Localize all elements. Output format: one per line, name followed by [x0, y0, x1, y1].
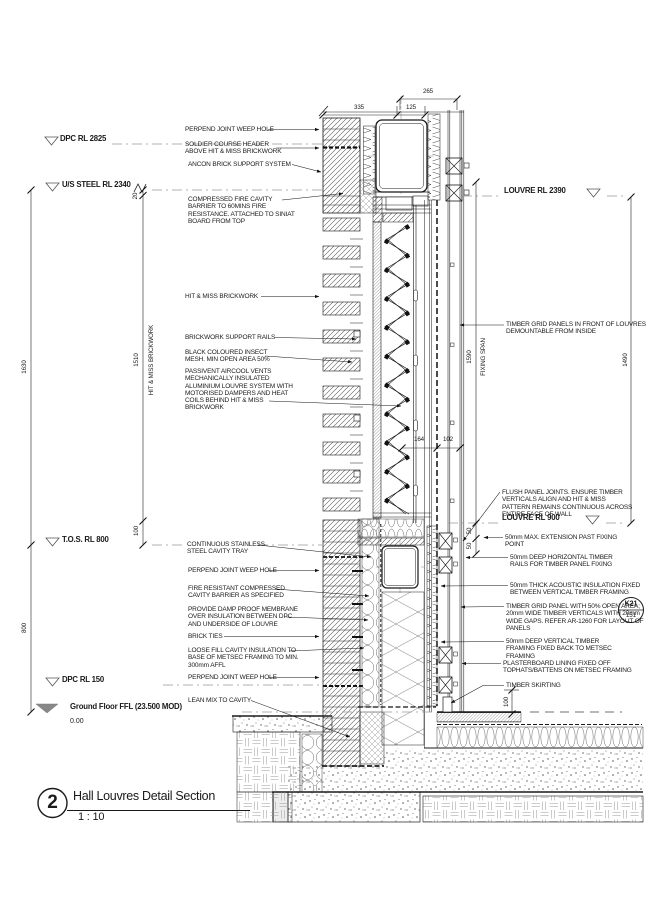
- dim-102: 102: [442, 436, 454, 443]
- dim-20: 20: [131, 192, 139, 200]
- dim-50-a: 50: [465, 527, 473, 535]
- dim-100-left: 100: [132, 525, 140, 537]
- annotation-brick-ties: BRICK TIES: [188, 633, 223, 640]
- dim-335: 335: [353, 104, 365, 111]
- level-louvre-2390: LOUVRE RL 2390: [504, 186, 566, 195]
- brick-leaf: [322, 117, 363, 767]
- annotation-lean-mix: LEAN MIX TO CAVITY: [188, 697, 252, 704]
- level-dpc-2825: DPC RL 2825: [60, 134, 107, 143]
- dimension-ticks: [27, 95, 635, 718]
- annotation-perpend-weep-hole-mid: PERPEND JOINT WEEP HOLE: [188, 567, 277, 574]
- dim-800: 800: [20, 622, 28, 634]
- annotation-brickwork-support-rails: BRICKWORK SUPPORT RAILS: [185, 334, 276, 341]
- level-ground-ffl-value: 0.00: [70, 718, 84, 725]
- level-us-steel: U/S STEEL RL 2340: [62, 180, 131, 189]
- timber-skirting-block: [442, 696, 453, 713]
- view-title: Hall Louvres Detail Section: [73, 789, 215, 803]
- level-louvre-900: LOUVRE RL 900: [502, 513, 560, 522]
- view-scale: 1 : 10: [78, 811, 105, 823]
- timber-rail-blocks-bottom: [438, 532, 458, 694]
- dim-1510: 1510: [132, 353, 140, 367]
- level-markers: [35, 136, 601, 714]
- dim-1630: 1630: [20, 360, 28, 374]
- leader-lines: [224, 127, 509, 738]
- dim-125: 125: [405, 104, 417, 111]
- dimension-lines: [30, 98, 632, 714]
- annotation-ancon-support: ANCON BRICK SUPPORT SYSTEM: [188, 161, 291, 168]
- annotation-hit-miss-brickwork: HIT & MISS BRICKWORK: [185, 293, 259, 300]
- foundation-ground: [232, 711, 644, 823]
- dim-265: 265: [422, 88, 434, 95]
- level-lines: [112, 143, 627, 713]
- keynote-symbol: [618, 597, 644, 623]
- annotation-perpend-weep-hole-bottom: PERPEND JOINT WEEP HOLE: [188, 674, 277, 681]
- keynote-number: 151: [625, 611, 637, 619]
- louvre-assembly: [372, 204, 431, 523]
- hit-and-miss-brickwork: [322, 217, 363, 512]
- keynote-code: K21: [624, 600, 638, 608]
- level-ground-ffl: Ground Floor FFL (23.500 MOD): [70, 702, 182, 711]
- sill-and-base-detail: [357, 518, 458, 746]
- annotation-timber-skirting: TIMBER SKIRTING: [506, 682, 561, 689]
- level-dpc-150: DPC RL 150: [62, 675, 105, 684]
- break-symbol: [133, 183, 147, 193]
- dim-fixing-span: FIXING SPAN: [479, 338, 487, 376]
- view-title-symbol: [37, 787, 250, 819]
- dim-100-bottom: 100: [502, 696, 510, 708]
- dim-1490: 1490: [621, 353, 629, 367]
- dim-1590: 1590: [465, 350, 473, 364]
- floor-buildup: [424, 711, 644, 749]
- dim-50-b: 50: [465, 542, 473, 550]
- level-tos-800: T.O.S. RL 800: [62, 535, 109, 544]
- dim-hit-miss-brickwork: HIT & MISS BRICKWORK: [147, 324, 155, 396]
- dim-164: 164: [413, 436, 425, 443]
- annotation-perpend-weep-hole-top: PERPEND JOINT WEEP HOLE: [185, 126, 274, 133]
- view-number: 2: [47, 792, 58, 814]
- annotation-timber-grid-panel-spec: TIMBER GRID PANEL WITH 50% OPEN AREA;20m…: [506, 603, 644, 632]
- metsec-and-timber-panel-lines: [424, 110, 465, 748]
- timber-rail-blocks-top: [445, 157, 470, 202]
